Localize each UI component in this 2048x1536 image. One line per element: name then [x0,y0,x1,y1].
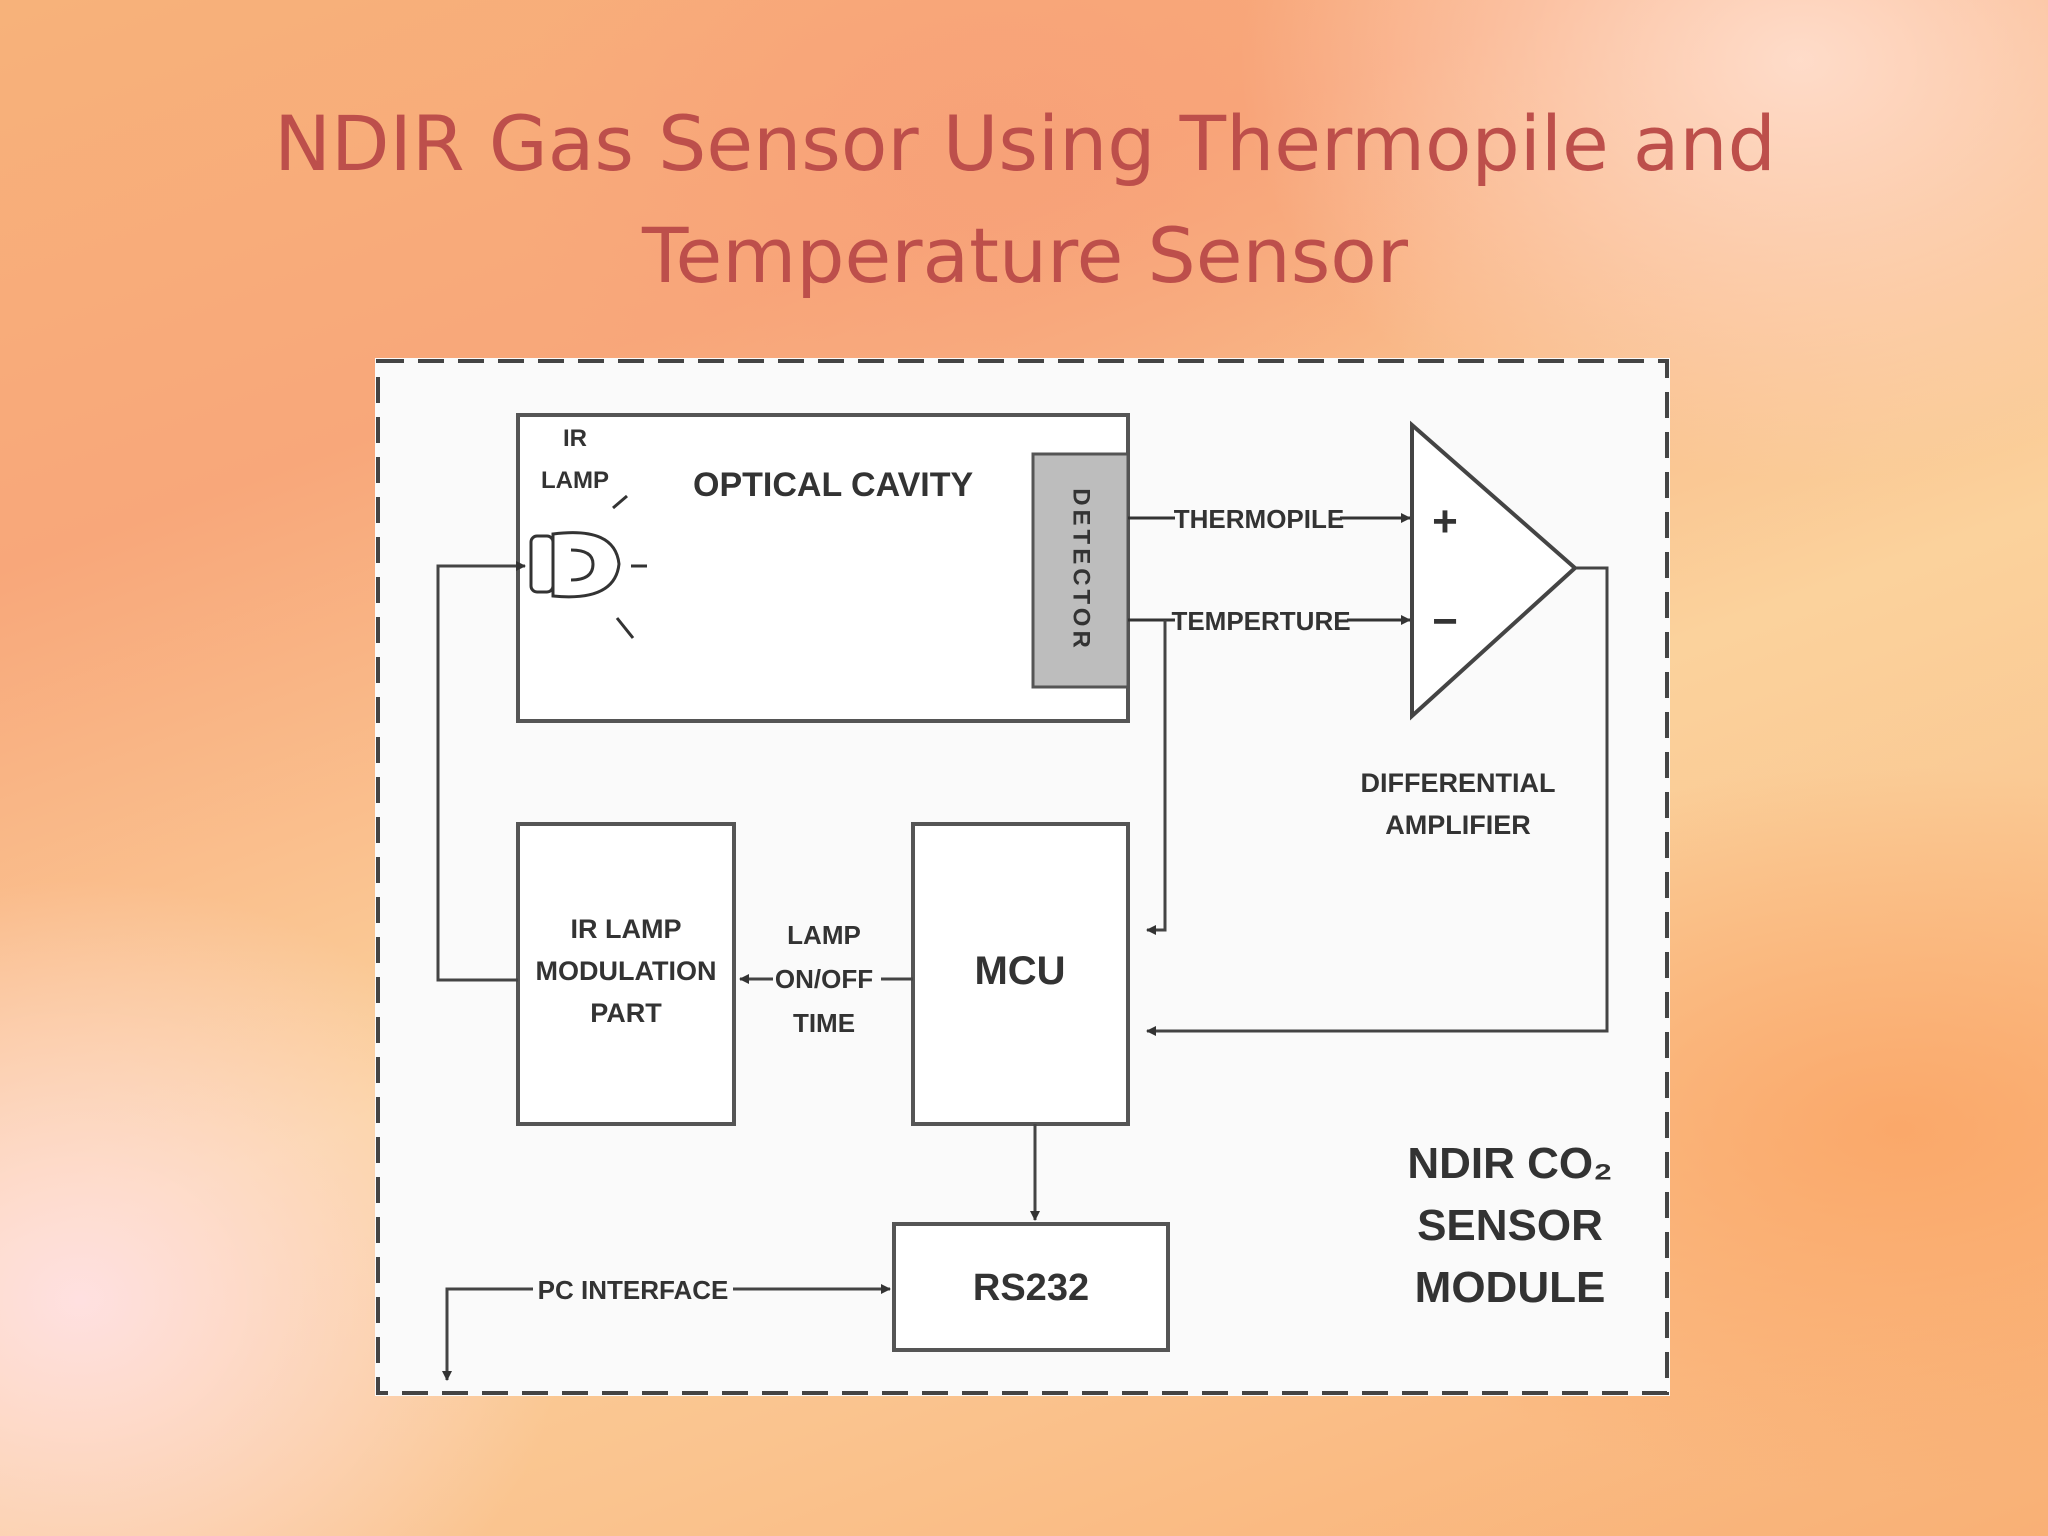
temperature-tap-line [1146,620,1167,935]
lamp-drive-line [436,561,526,982]
lamp-time-label-2: ON/OFF [775,964,873,994]
lamp-time-label-3: TIME [793,1008,855,1038]
mcu-label: MCU [974,949,1065,993]
module-name-line-2: SENSOR [1417,1201,1603,1250]
amp-output-line [1146,566,1609,1036]
optical-cavity-label: OPTICAL CAVITY [693,466,974,504]
detector-box [1031,452,1130,689]
diff-amp-label-2: AMPLIFIER [1385,810,1531,840]
temperature-label: TEMPERTURE [1171,606,1350,636]
differential-amplifier-symbol [1410,420,1579,721]
lamp-time-label-1: LAMP [787,920,861,950]
ir-lamp-label-2: LAMP [541,467,609,494]
rs232-label: RS232 [973,1267,1089,1309]
slide-title: NDIR Gas Sensor Using Thermopile and Tem… [180,88,1870,312]
slide-title-line-1: NDIR Gas Sensor Using Thermopile and [274,99,1776,188]
slide-title-line-2: Temperature Sensor [641,211,1409,300]
diff-amp-label-1: DIFFERENTIAL [1361,768,1556,798]
modulation-label-2: MODULATION [536,956,717,986]
ndir-block-diagram: OPTICAL CAVITY IR LAMP DETECTOR THERMOPI… [375,358,1670,1396]
diagram-canvas: OPTICAL CAVITY IR LAMP DETECTOR THERMOPI… [376,359,1669,1395]
modulation-label-1: IR LAMP [571,914,682,944]
sensor-module-border [376,359,1669,1395]
detector-label: DETECTOR [1068,488,1095,652]
module-name-line-3: MODULE [1415,1263,1606,1312]
ir-lamp-bulb-icon [529,494,647,639]
ir-lamp-modulation-box [516,822,736,1126]
thermopile-label: THERMOPILE [1174,504,1344,534]
module-name-line-1: NDIR CO₂ [1407,1139,1612,1188]
rs232-box [892,1222,1170,1352]
mcu-box [911,822,1130,1126]
pc-interface-label: PC INTERFACE [538,1275,729,1305]
modulation-label-3: PART [590,998,662,1028]
ir-lamp-label-1: IR [563,425,587,452]
amp-plus-sign: + [1432,497,1458,546]
amp-minus-sign: − [1432,597,1458,646]
